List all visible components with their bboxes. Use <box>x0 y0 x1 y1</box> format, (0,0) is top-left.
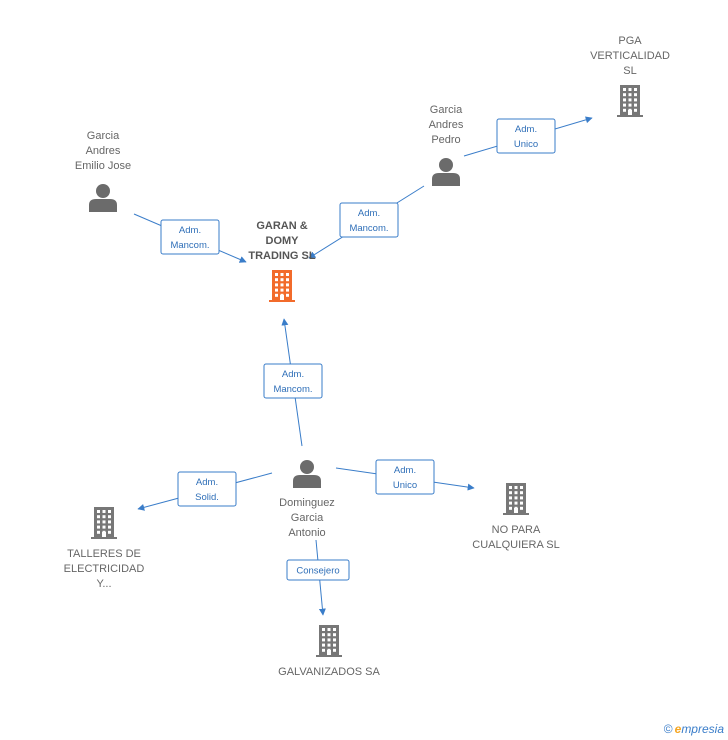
node-label: Garcia <box>430 104 463 116</box>
relation-label: Mancom. <box>349 223 388 234</box>
edge-antonio-garan: Adm. Mancom. <box>263 318 323 447</box>
node-label: Garcia <box>291 512 324 524</box>
node-label: GALVANIZADOS SA <box>278 666 380 678</box>
relation-label: Mancom. <box>170 240 209 251</box>
node-label: Garcia <box>87 130 120 142</box>
edges-layer: Adm.Mancom.Adm.Mancom.Adm.UnicoAdm.Manco… <box>133 116 593 616</box>
node-label: VERTICALIDAD <box>590 50 670 62</box>
relation-badge[interactable] <box>286 559 350 581</box>
person-icon <box>293 460 321 488</box>
relation-badge[interactable] <box>375 459 435 495</box>
node-label: TALLERES DE <box>67 548 141 560</box>
relation-label: Mancom. <box>273 384 312 395</box>
edge-antonio-galvanizados: Consejero <box>286 539 350 616</box>
relation-label: Consejero <box>296 566 339 577</box>
edge-emilio-garan: Adm. Mancom. <box>133 213 247 263</box>
edge-antonio-nopara: Adm. Unico <box>335 459 475 495</box>
node-label: NO PARA <box>492 524 541 536</box>
relation-label: Adm. <box>394 465 416 476</box>
relation-label: Unico <box>514 139 538 150</box>
node-label: GARAN & <box>256 220 307 232</box>
node-label: DOMY <box>266 235 300 247</box>
node-garan[interactable]: GARAN & DOMY TRADING SL <box>248 220 316 302</box>
brand-initial: e <box>674 722 682 736</box>
relation-label: Adm. <box>282 369 304 380</box>
relation-badge[interactable] <box>177 471 237 507</box>
building-icon <box>91 507 117 539</box>
empresia-watermark[interactable]: ©empresia <box>664 722 724 736</box>
building-icon <box>503 483 529 515</box>
relation-badge[interactable] <box>496 118 556 154</box>
node-label: Dominguez <box>279 497 335 509</box>
edge-antonio-talleres: Adm. Solid. <box>137 471 273 511</box>
relation-label: Adm. <box>179 225 201 236</box>
node-label: Andres <box>86 145 121 157</box>
node-label: Emilio Jose <box>75 160 131 172</box>
node-label: ELECTRICIDAD <box>64 563 145 575</box>
edge-pedro-garan: Adm. Mancom. <box>308 185 425 259</box>
node-label: Y... <box>96 578 111 590</box>
edge-pedro-pga: Adm. Unico <box>463 116 593 157</box>
node-talleres[interactable]: TALLERES DE ELECTRICIDAD Y... <box>64 507 145 590</box>
relation-label: Solid. <box>195 492 219 503</box>
node-label: Antonio <box>288 527 325 539</box>
relation-badge[interactable] <box>160 219 220 255</box>
node-galvanizados[interactable]: GALVANIZADOS SA <box>278 625 380 678</box>
node-label: Andres <box>429 119 464 131</box>
building-icon <box>269 270 295 302</box>
person-icon <box>89 184 117 212</box>
node-label: PGA <box>618 35 642 47</box>
brand-name: mpresia <box>681 722 724 736</box>
building-icon <box>617 85 643 117</box>
node-label: CUALQUIERA SL <box>472 539 559 551</box>
building-icon <box>316 625 342 657</box>
person-icon <box>432 158 460 186</box>
relation-badge[interactable] <box>263 363 323 399</box>
relation-label: Adm. <box>358 208 380 219</box>
relation-label: Adm. <box>515 124 537 135</box>
relation-label: Adm. <box>196 477 218 488</box>
node-label: SL <box>623 65 636 77</box>
node-label: TRADING SL <box>248 250 316 262</box>
copyright-symbol: © <box>663 722 673 736</box>
relation-label: Unico <box>393 480 417 491</box>
node-label: Pedro <box>431 134 460 146</box>
node-pga[interactable]: PGA VERTICALIDAD SL <box>590 35 670 117</box>
node-nopara[interactable]: NO PARA CUALQUIERA SL <box>472 483 560 551</box>
relation-badge[interactable] <box>339 202 399 238</box>
nodes-layer: GARAN & DOMY TRADING SL PGA VERTICALIDAD SL Ga… <box>64 35 670 678</box>
